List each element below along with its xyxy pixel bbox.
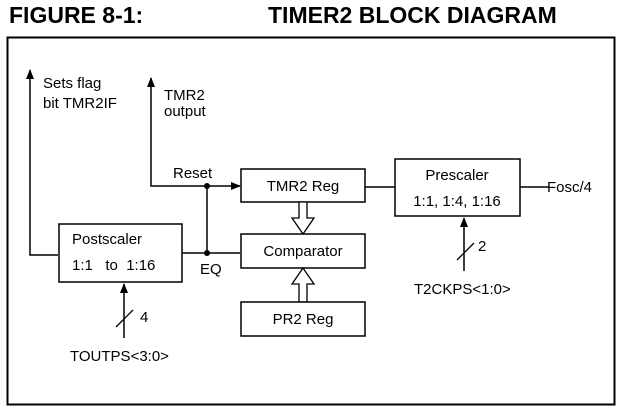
tmr2-output-label: TMR2 (164, 87, 205, 104)
toutps-arrow (115, 283, 134, 338)
comparator-block (240, 233, 366, 269)
pr2-reg-label: PR2 Reg (273, 311, 334, 328)
fosc-label: Fosc/4 (547, 179, 592, 196)
eq-junction-dot (204, 250, 210, 256)
sets-flag-arrow (26, 69, 58, 256)
postscaler-label: Postscaler (72, 231, 142, 248)
tmr2-to-comparator-arrow (290, 201, 316, 236)
t2ckps-arrow (456, 217, 475, 271)
tmr2-output-arrow (147, 77, 207, 187)
figure-number: FIGURE 8-1: (9, 2, 144, 28)
postscaler-block (58, 223, 183, 283)
prescaler-label: Prescaler (425, 167, 488, 184)
toutps-width-label: 4 (140, 309, 148, 326)
reset-line (206, 182, 241, 253)
postscaler-ratio: 1:1 to 1:16 (72, 257, 155, 274)
t2ckps-width-label: 2 (478, 238, 486, 255)
toutps-label: TOUTPS<3:0> (70, 348, 169, 365)
prescaler-block (394, 158, 521, 217)
reset-label: Reset (173, 165, 213, 182)
tmr2-output-label-2: output (164, 103, 207, 120)
t2ckps-label: T2CKPS<1:0> (414, 281, 511, 298)
reset-junction-dot (204, 183, 210, 189)
sets-flag-label: Sets flag (43, 75, 101, 92)
eq-label: EQ (200, 261, 222, 278)
prescaler-ratio: 1:1, 1:4, 1:16 (413, 193, 501, 210)
sets-flag-label-2: bit TMR2IF (43, 95, 117, 112)
pr2-to-comparator-arrow (290, 266, 316, 303)
diagram-frame (6, 36, 616, 406)
figure-title: TIMER2 BLOCK DIAGRAM (268, 2, 557, 28)
pr2-reg-block (240, 301, 366, 337)
tmr2-reg-label: TMR2 Reg (267, 178, 340, 195)
comparator-label: Comparator (263, 243, 342, 260)
